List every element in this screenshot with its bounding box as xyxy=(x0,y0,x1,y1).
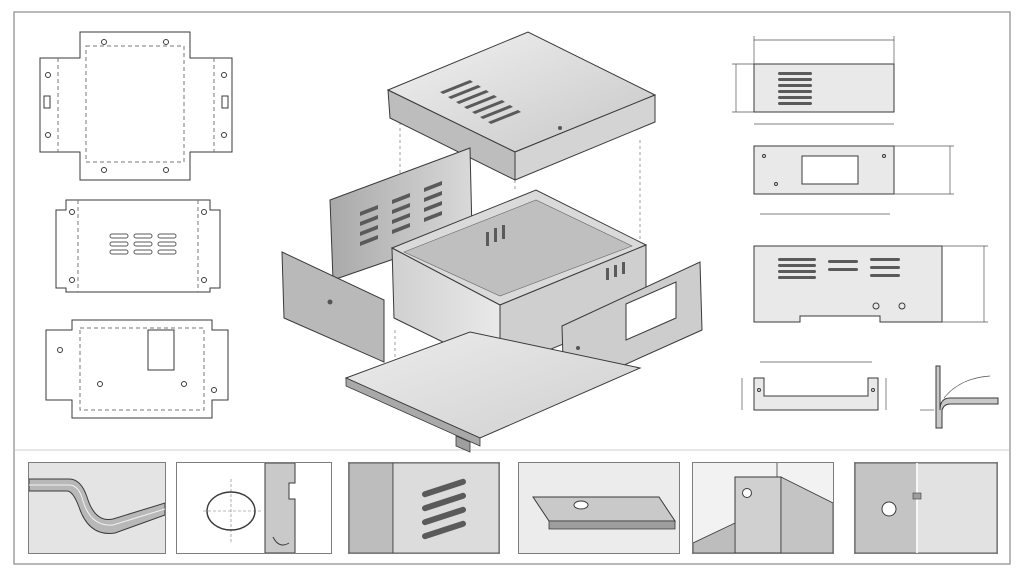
detail-hole-notch xyxy=(176,462,332,554)
front-panel xyxy=(281,251,385,363)
top-cover-flat xyxy=(39,31,233,181)
slot-holes xyxy=(486,225,625,280)
exploded-assembly xyxy=(281,31,703,453)
vent-slots-icon xyxy=(109,233,177,255)
base-plate xyxy=(344,331,642,453)
detail-vent-slots xyxy=(348,462,500,554)
vent-slots-icon xyxy=(360,181,442,246)
base-panel-flat xyxy=(45,319,229,419)
left-vent-panel xyxy=(329,147,473,281)
bend-section-icon xyxy=(29,463,165,553)
front-view-vents xyxy=(732,36,895,125)
edge-hole-icon xyxy=(519,463,679,553)
section-flange xyxy=(920,365,999,429)
drawing-title xyxy=(0,0,1,1)
sheet-frame xyxy=(13,11,1011,565)
top-cover xyxy=(386,31,657,181)
detail-edge-hole xyxy=(518,462,680,554)
vent-panel-flat xyxy=(55,199,221,293)
vent-slots-icon xyxy=(440,80,521,124)
detail-bend xyxy=(28,462,166,554)
rear-view-cutout xyxy=(753,145,954,215)
detail-corner-hole xyxy=(854,462,998,554)
corner-hole-icon xyxy=(855,463,997,553)
bracket-view xyxy=(741,361,887,411)
corner-tab-icon xyxy=(693,463,833,553)
side-view-vents xyxy=(753,245,988,323)
vent-slots-icon xyxy=(349,463,499,553)
detail-corner-tab xyxy=(692,462,834,554)
vent-slots-icon xyxy=(778,72,812,105)
hole-notch-icon xyxy=(177,463,331,553)
vent-slots-icon xyxy=(778,258,900,279)
